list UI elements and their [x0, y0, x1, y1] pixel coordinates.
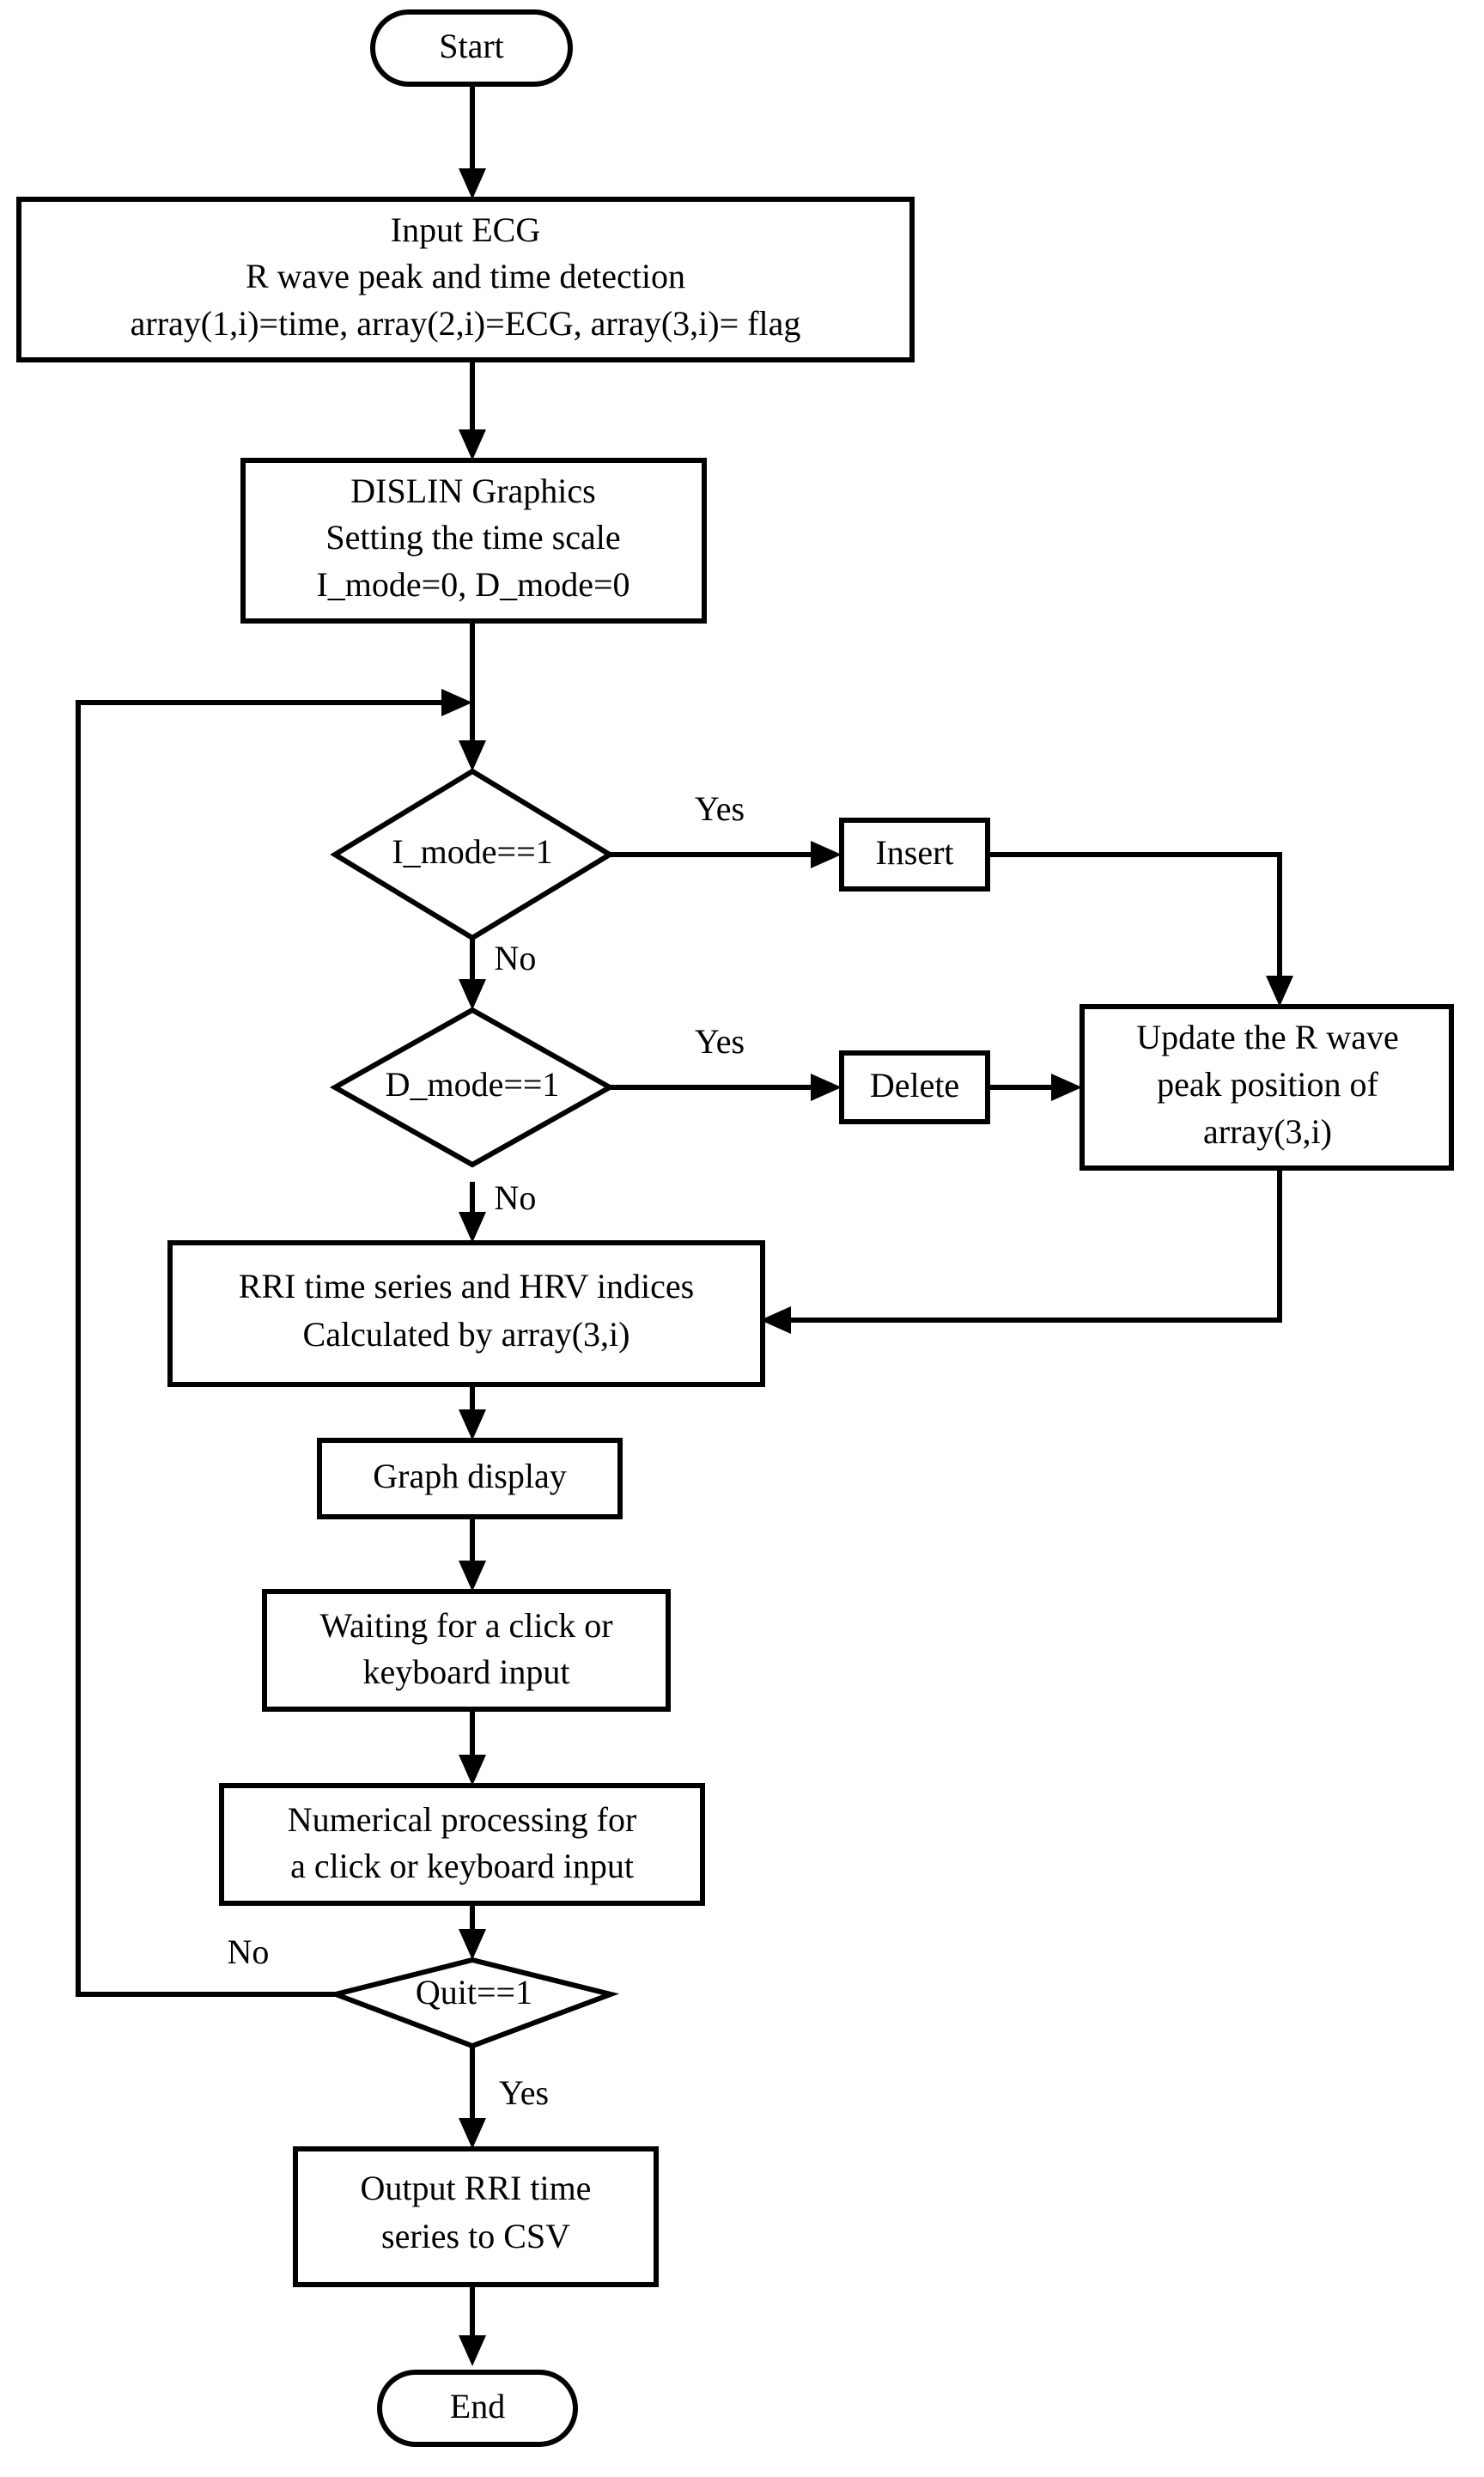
- insert-shape: [839, 818, 990, 892]
- imode-label: I_mode==1: [392, 832, 552, 871]
- edge-insert-to-update: [988, 852, 1282, 988]
- node-graph-display[interactable]: Graph display: [317, 1438, 623, 1519]
- arrowhead-dislin-to-imode: [459, 740, 486, 771]
- dislin-shape: [240, 458, 707, 624]
- output-csv-shape: [293, 2146, 659, 2287]
- imode-diamond-shape: [330, 768, 615, 941]
- label-dmode-no: No: [495, 1178, 537, 1217]
- start-label: Start: [439, 27, 504, 65]
- arrowhead-imode-yes-to-insert: [811, 841, 842, 868]
- node-output-csv[interactable]: Output RRI time series to CSV: [293, 2146, 659, 2287]
- node-dmode-decision[interactable]: D_mode==1: [329, 1007, 616, 1168]
- graph-display-label: Graph display: [373, 1457, 567, 1495]
- edge-labels: Yes No Yes No No Yes: [228, 789, 745, 2112]
- numerical-processing-line-2: a click or keyboard input: [290, 1847, 634, 1885]
- rri-hrv-line-1: RRI time series and HRV indices: [239, 1267, 694, 1305]
- update-peak-shape: [1080, 1004, 1454, 1171]
- node-input-ecg[interactable]: Input ECG R wave peak and time detection…: [16, 197, 915, 362]
- delete-label: Delete: [870, 1066, 959, 1105]
- arrowhead-dmode-yes-to-delete: [811, 1074, 842, 1101]
- input-ecg-shape: [16, 197, 915, 362]
- numerical-processing-shape: [219, 1783, 705, 1906]
- arrowhead-quit-yes-to-output: [459, 2118, 486, 2149]
- arrowhead-dmode-no-to-rri: [459, 1212, 486, 1243]
- end-shape: [377, 2370, 578, 2447]
- label-dmode-yes: Yes: [695, 1022, 745, 1061]
- node-waiting[interactable]: Waiting for a click or keyboard input: [262, 1589, 671, 1712]
- waiting-line-1: Waiting for a click or: [319, 1606, 612, 1645]
- label-imode-yes: Yes: [695, 789, 745, 828]
- node-start[interactable]: Start: [370, 9, 573, 87]
- node-update-peak[interactable]: Update the R wave peak position of array…: [1080, 1004, 1454, 1171]
- waiting-shape: [262, 1589, 671, 1712]
- arrowhead-delete-to-update: [1051, 1074, 1082, 1101]
- label-quit-yes: Yes: [499, 2073, 549, 2112]
- arrowhead-graph-to-waiting: [459, 1561, 486, 1591]
- dislin-line-1: DISLIN Graphics: [350, 472, 596, 510]
- output-csv-line-1: Output RRI time: [361, 2169, 592, 2207]
- node-numerical-processing[interactable]: Numerical processing for a click or keyb…: [219, 1783, 705, 1906]
- arrowhead-input-to-dislin: [459, 429, 486, 460]
- dmode-label: D_mode==1: [386, 1065, 560, 1104]
- connectors: [76, 84, 1293, 2366]
- delete-shape: [839, 1050, 990, 1124]
- numerical-processing-line-1: Numerical processing for: [288, 1800, 637, 1839]
- input-ecg-line-1: Input ECG: [391, 210, 540, 249]
- node-rri-hrv[interactable]: RRI time series and HRV indices Calculat…: [167, 1240, 765, 1387]
- arrowhead-insert-to-update: [1266, 976, 1293, 1007]
- edge-loopback-quit-to-spine: [76, 700, 453, 1994]
- arrowhead-update-to-rri: [760, 1306, 791, 1334]
- insert-label: Insert: [875, 833, 953, 872]
- waiting-line-2: keyboard input: [362, 1652, 569, 1691]
- arrowhead-output-to-end: [459, 2335, 486, 2366]
- graph-display-shape: [317, 1438, 623, 1519]
- rri-hrv-line-2: Calculated by array(3,i): [303, 1315, 630, 1354]
- arrowhead-numerical-to-quit: [459, 1929, 486, 1960]
- rri-hrv-shape: [167, 1240, 765, 1387]
- update-peak-line-2: peak position of: [1157, 1065, 1378, 1104]
- dmode-diamond-shape: [329, 1007, 616, 1168]
- node-insert[interactable]: Insert: [839, 818, 990, 892]
- input-ecg-line-3: array(1,i)=time, array(2,i)=ECG, array(3…: [131, 304, 801, 343]
- arrowhead-loopback-to-spine: [441, 689, 472, 716]
- node-quit-decision[interactable]: Quit==1: [326, 1957, 620, 2049]
- node-dislin[interactable]: DISLIN Graphics Setting the time scale I…: [240, 458, 707, 624]
- arrowhead-start-to-input: [459, 168, 486, 199]
- arrowhead-imode-no-to-dmode: [459, 979, 486, 1010]
- arrowhead-waiting-to-numerical: [459, 1755, 486, 1786]
- input-ecg-line-2: R wave peak and time detection: [246, 257, 685, 295]
- quit-label: Quit==1: [416, 1973, 532, 2011]
- node-end[interactable]: End: [377, 2370, 578, 2447]
- node-delete[interactable]: Delete: [839, 1050, 990, 1124]
- label-quit-no: No: [228, 1932, 270, 1971]
- output-csv-line-2: series to CSV: [381, 2217, 570, 2255]
- arrowhead-rri-to-graph: [459, 1409, 486, 1440]
- label-imode-no: No: [495, 939, 537, 977]
- dislin-line-3: I_mode=0, D_mode=0: [316, 565, 629, 604]
- node-imode-decision[interactable]: I_mode==1: [330, 768, 615, 941]
- update-peak-line-3: array(3,i): [1203, 1112, 1332, 1151]
- dislin-line-2: Setting the time scale: [325, 518, 620, 557]
- quit-diamond-shape: [326, 1957, 620, 2049]
- end-label: End: [450, 2387, 505, 2425]
- edge-update-to-rri: [779, 1168, 1282, 1323]
- update-peak-line-1: Update the R wave: [1136, 1018, 1398, 1056]
- start-shape: [370, 9, 573, 87]
